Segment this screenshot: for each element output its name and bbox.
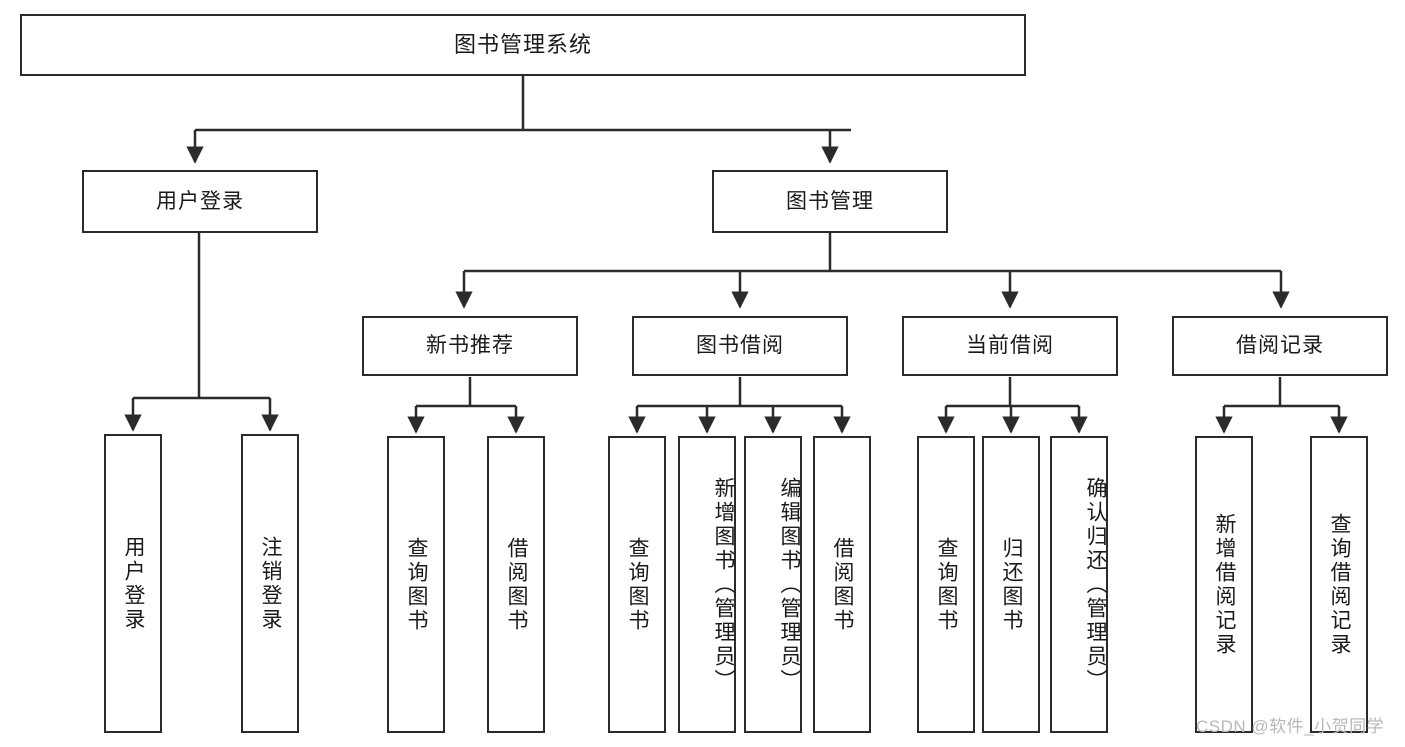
node-label: 图书借阅 xyxy=(696,334,784,358)
node-current-borrow[interactable]: 当前借阅 xyxy=(902,316,1118,376)
node-label: 查询图书 xyxy=(405,536,429,633)
leaf-recommend-query-book[interactable]: 查询图书 xyxy=(387,436,445,733)
node-label: 借阅图书 xyxy=(831,536,855,633)
watermark-text: CSDN @软件_小贺同学 xyxy=(1196,717,1385,736)
leaf-user-login-login[interactable]: 用户登录 xyxy=(104,434,162,733)
node-label: 借阅图书 xyxy=(505,536,529,633)
leaf-current-return-book[interactable]: 归还图书 xyxy=(982,436,1040,733)
leaf-recommend-borrow-book[interactable]: 借阅图书 xyxy=(487,436,545,733)
node-label: 图书管理系统 xyxy=(453,31,592,57)
node-book-borrow[interactable]: 图书借阅 xyxy=(632,316,848,376)
node-label: 查询借阅记录 xyxy=(1328,512,1352,657)
node-user-login[interactable]: 用户登录 xyxy=(82,170,318,233)
leaf-borrow-query-book[interactable]: 查询图书 xyxy=(608,436,666,733)
node-label: 图书管理 xyxy=(786,189,874,213)
node-root-book-management-system[interactable]: 图书管理系统 xyxy=(20,14,1026,76)
leaf-borrow-add-book-admin[interactable]: 新增图书（管理员） xyxy=(678,436,736,733)
node-new-book-recommend[interactable]: 新书推荐 xyxy=(362,316,578,376)
node-label: 归还图书 xyxy=(1000,536,1024,633)
node-borrow-record[interactable]: 借阅记录 xyxy=(1172,316,1388,376)
node-label: 借阅记录 xyxy=(1236,334,1324,358)
leaf-borrow-edit-book-admin[interactable]: 编辑图书（管理员） xyxy=(744,436,802,733)
node-label: 新增图书（管理员） xyxy=(712,476,735,693)
node-label: 查询图书 xyxy=(935,536,959,633)
node-label: 当前借阅 xyxy=(966,334,1054,358)
leaf-user-login-logout[interactable]: 注销登录 xyxy=(241,434,299,733)
leaf-record-query-record[interactable]: 查询借阅记录 xyxy=(1310,436,1368,733)
leaf-current-query-book[interactable]: 查询图书 xyxy=(917,436,975,733)
node-label: 编辑图书（管理员） xyxy=(778,476,801,693)
node-book-management[interactable]: 图书管理 xyxy=(712,170,948,233)
node-label: 查询图书 xyxy=(626,536,650,633)
leaf-borrow-borrow-book[interactable]: 借阅图书 xyxy=(813,436,871,733)
node-label: 注销登录 xyxy=(259,535,283,632)
node-label: 用户登录 xyxy=(122,535,146,632)
leaf-record-add-record[interactable]: 新增借阅记录 xyxy=(1195,436,1253,733)
node-label: 新增借阅记录 xyxy=(1213,512,1237,657)
node-label: 新书推荐 xyxy=(426,334,514,358)
leaf-current-confirm-return-admin[interactable]: 确认归还（管理员） xyxy=(1050,436,1108,733)
node-label: 用户登录 xyxy=(156,189,244,213)
node-label: 确认归还（管理员） xyxy=(1084,476,1107,693)
